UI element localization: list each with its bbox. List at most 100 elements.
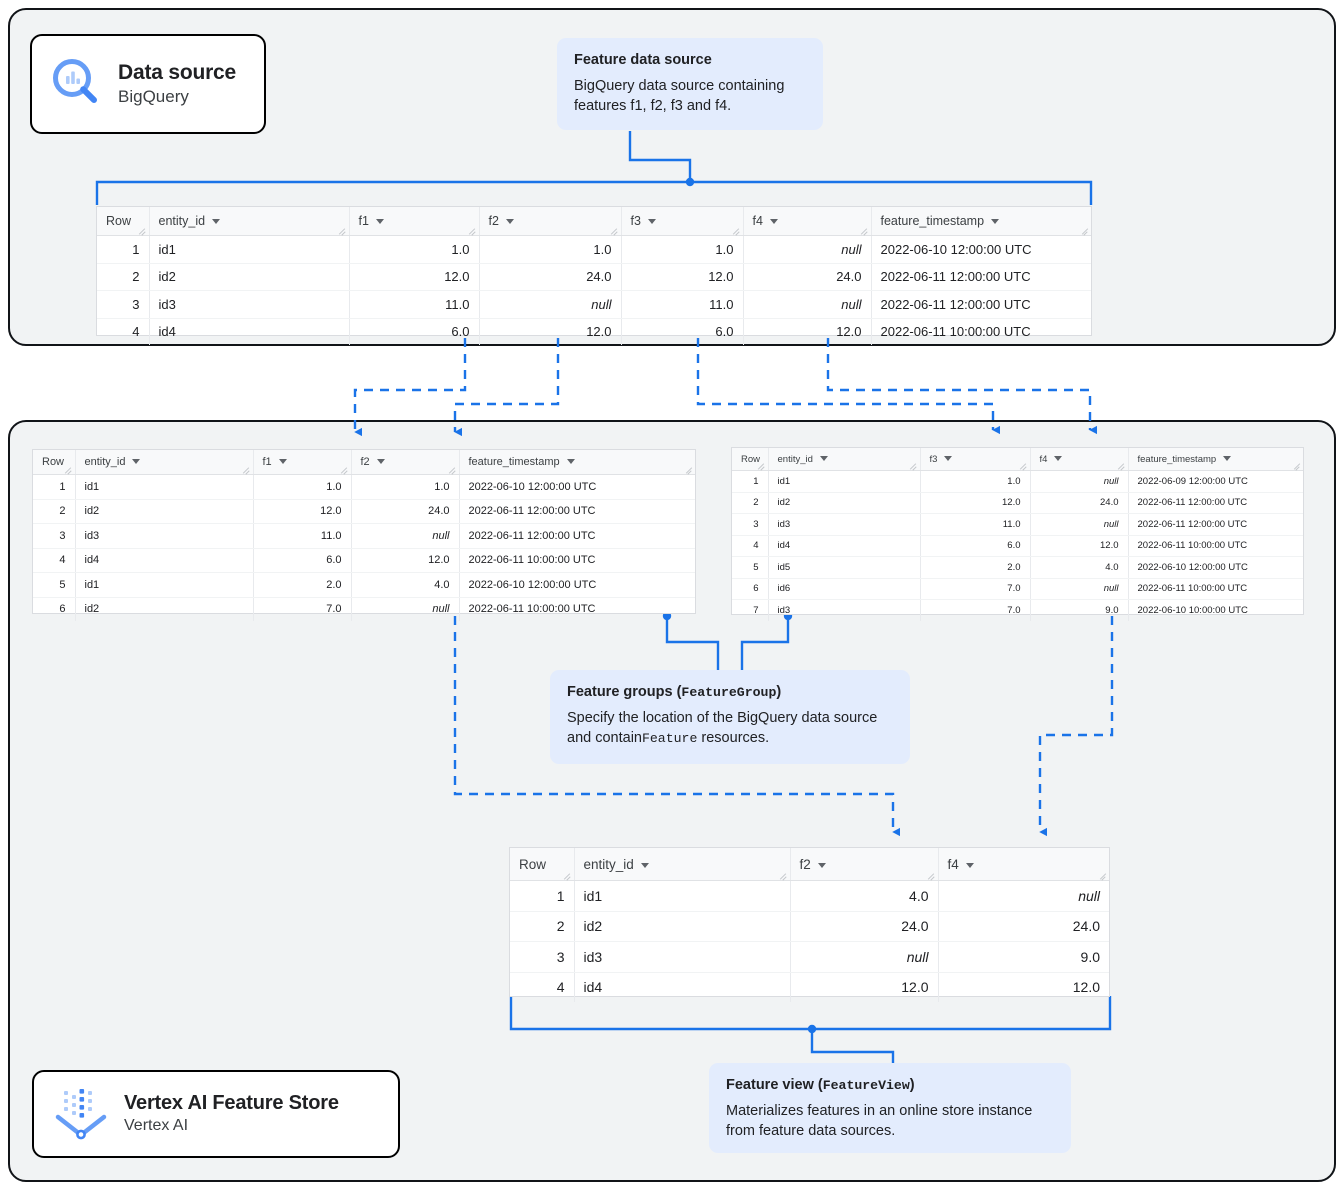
column-resize-handle[interactable] bbox=[610, 225, 619, 234]
cell-entity_id: id4 bbox=[149, 318, 350, 345]
chevron-down-icon[interactable] bbox=[769, 219, 778, 224]
column-header-row[interactable]: Row bbox=[732, 448, 769, 471]
cell-f4: null bbox=[1030, 578, 1129, 600]
column-header-row[interactable]: Row bbox=[97, 207, 150, 236]
chevron-down-icon[interactable] bbox=[944, 455, 953, 461]
cell-f2: 12.0 bbox=[790, 972, 939, 1002]
cell-f2: null bbox=[790, 941, 939, 973]
cell-entity_id: id2 bbox=[574, 911, 791, 942]
column-resize-handle[interactable] bbox=[1019, 460, 1028, 469]
column-resize-handle[interactable] bbox=[927, 870, 936, 879]
column-header-f3[interactable]: f3 bbox=[621, 207, 744, 236]
column-header-f1[interactable]: f1 bbox=[349, 207, 480, 236]
chevron-down-icon[interactable] bbox=[1054, 455, 1063, 461]
column-resize-handle[interactable] bbox=[732, 225, 741, 234]
chevron-down-icon[interactable] bbox=[991, 219, 1000, 224]
chevron-down-icon[interactable] bbox=[212, 219, 221, 224]
column-resize-handle[interactable] bbox=[1098, 870, 1107, 879]
column-header-feature_timestamp[interactable]: feature_timestamp bbox=[871, 207, 1091, 236]
column-resize-handle[interactable] bbox=[448, 464, 457, 473]
chevron-down-icon[interactable] bbox=[1223, 455, 1232, 461]
column-resize-handle[interactable] bbox=[242, 464, 251, 473]
column-header-f1[interactable]: f1 bbox=[253, 450, 352, 475]
cell-feature_timestamp: 2022-06-11 10:00:00 UTC bbox=[468, 603, 596, 616]
column-header-row[interactable]: Row bbox=[33, 450, 76, 475]
column-resize-handle[interactable] bbox=[684, 464, 693, 473]
column-header-f4[interactable]: f4 bbox=[938, 848, 1109, 881]
column-resize-handle[interactable] bbox=[757, 460, 766, 469]
chevron-down-icon[interactable] bbox=[376, 459, 385, 464]
column-header-feature_timestamp[interactable]: feature_timestamp bbox=[1128, 448, 1303, 471]
column-header-entity_id[interactable]: entity_id bbox=[75, 450, 254, 475]
column-resize-handle[interactable] bbox=[340, 464, 349, 473]
column-resize-handle[interactable] bbox=[860, 225, 869, 234]
cell-feature_timestamp: 2022-06-11 10:00:00 UTC bbox=[459, 548, 695, 573]
column-resize-handle[interactable] bbox=[1080, 225, 1089, 234]
chevron-down-icon[interactable] bbox=[278, 459, 287, 464]
callout-body: Specify the location of the BigQuery dat… bbox=[567, 709, 878, 747]
column-resize-handle[interactable] bbox=[1117, 460, 1126, 469]
column-header-f2[interactable]: f2 bbox=[790, 848, 939, 881]
column-resize-handle[interactable] bbox=[338, 225, 347, 234]
row-number: 4 bbox=[33, 548, 76, 573]
data-source-chip: Data source BigQuery bbox=[30, 34, 266, 134]
column-header-entity_id[interactable]: entity_id bbox=[574, 848, 791, 881]
chevron-down-icon[interactable] bbox=[640, 862, 649, 868]
column-resize-handle[interactable] bbox=[1292, 460, 1301, 469]
column-header-f4[interactable]: f4 bbox=[1030, 448, 1129, 471]
chevron-down-icon[interactable] bbox=[819, 455, 828, 461]
column-header-f2[interactable]: f2 bbox=[351, 450, 460, 475]
column-header-entity_id[interactable]: entity_id bbox=[768, 448, 921, 471]
column-resize-handle[interactable] bbox=[468, 225, 477, 234]
column-header-f3[interactable]: f3 bbox=[920, 448, 1031, 471]
column-header-row[interactable]: Row bbox=[510, 848, 575, 881]
column-resize-handle[interactable] bbox=[563, 870, 572, 879]
row-number: 4 bbox=[97, 318, 150, 345]
column-header-f4[interactable]: f4 bbox=[743, 207, 872, 236]
column-header-f2[interactable]: f2 bbox=[479, 207, 622, 236]
cell-feature_timestamp: 2022-06-11 12:00:00 UTC bbox=[459, 523, 695, 549]
column-resize-handle[interactable] bbox=[138, 225, 147, 234]
chevron-down-icon[interactable] bbox=[965, 862, 974, 868]
chevron-down-icon[interactable] bbox=[505, 219, 514, 224]
chevron-down-icon[interactable] bbox=[566, 459, 575, 464]
cell-f2: null bbox=[479, 290, 622, 319]
cell-entity_id: id1 bbox=[149, 235, 350, 264]
chevron-down-icon[interactable] bbox=[375, 219, 384, 224]
cell-feature_timestamp: 2022-06-11 12:00:00 UTC bbox=[1128, 513, 1303, 536]
column-header-feature_timestamp[interactable]: feature_timestamp bbox=[459, 450, 695, 475]
chevron-down-icon[interactable] bbox=[647, 219, 656, 224]
column-resize-handle[interactable] bbox=[779, 870, 788, 879]
column-resize-handle[interactable] bbox=[909, 460, 918, 469]
chevron-down-icon[interactable] bbox=[817, 862, 826, 868]
chevron-down-icon[interactable] bbox=[132, 459, 141, 464]
row-number: 1 bbox=[33, 474, 76, 500]
column-header-entity_id[interactable]: entity_id bbox=[149, 207, 350, 236]
column-resize-handle[interactable] bbox=[64, 464, 73, 473]
